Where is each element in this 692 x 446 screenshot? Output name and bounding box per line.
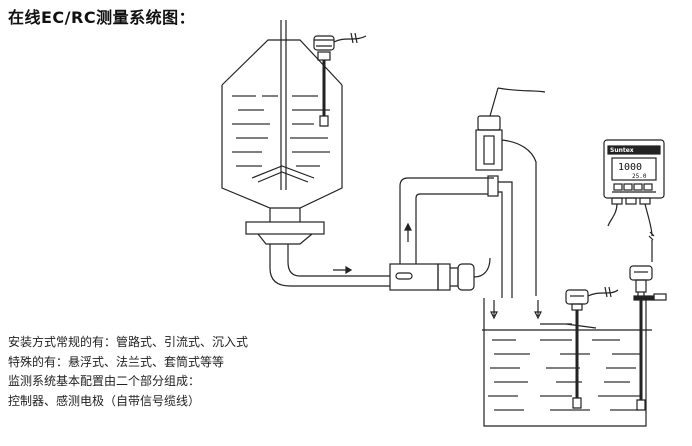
note-line: 监测系统基本配置由二个部分组成： [8, 374, 201, 388]
hanging-probe [475, 87, 546, 296]
submerged-probe [565, 286, 619, 409]
pipe-system [269, 175, 542, 320]
note-line: 安装方式常规的有：管路式、引流式、沉入式 [8, 335, 249, 349]
installation-notes: 安装方式常规的有：管路式、引流式、沉入式 特殊的有：悬浮式、法兰式、套筒式等等 … [8, 333, 248, 411]
vessel-probe [313, 32, 367, 127]
open-tank [482, 298, 652, 427]
controller [603, 139, 665, 262]
note-line: 特殊的有：悬浮式、法兰式、套筒式等等 [8, 354, 225, 369]
flange-probe [629, 265, 667, 411]
controller-brand: Suntex [610, 147, 634, 154]
note-line: 控制器、感测电极（自带信号缆线） [8, 393, 201, 408]
liquid-lines [232, 95, 330, 167]
vessel [221, 20, 343, 245]
controller-main-reading: 1000 [618, 162, 642, 173]
page-title: 在线EC/RC测量系统图： [8, 8, 196, 27]
controller-sub-reading: 25.0 [632, 173, 647, 180]
tank-liquid-lines [488, 339, 640, 411]
